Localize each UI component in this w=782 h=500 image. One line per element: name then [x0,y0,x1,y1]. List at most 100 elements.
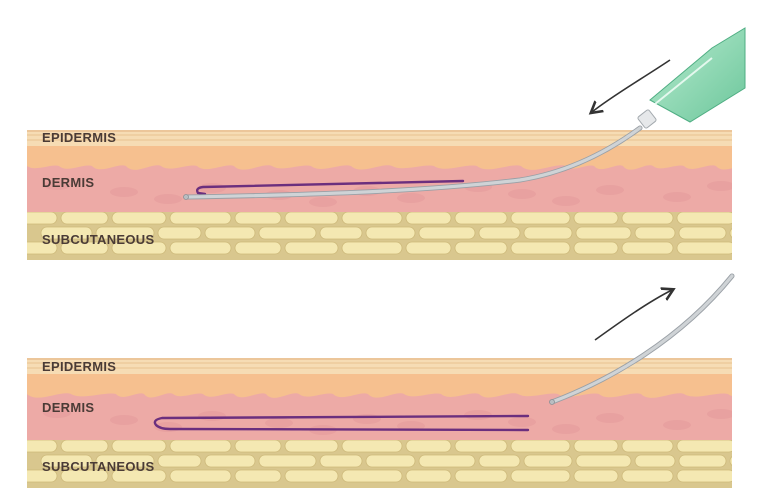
panel2-dermis-texture [110,415,138,425]
panel2-fat-cell [523,454,573,468]
panel1-fat-cell [454,241,508,255]
panel1-fat-cell [523,226,573,240]
panel1-fat-cell [739,212,782,224]
panel2-thread [153,414,530,432]
panel2-fat-cell [573,469,619,483]
panel2-needle [550,274,734,404]
panel1-dermis-texture [110,187,138,197]
panel2-dermis-texture [43,408,71,418]
panel1-fat-cell [621,211,674,225]
panel2-fat-cell [575,454,632,468]
panel2-fat-cell [365,454,416,468]
panel1-dermis-texture [397,193,425,203]
panel1-dermis-texture [309,197,337,207]
panel1-fat-cell [621,241,674,255]
panel2-fat-cell [111,469,167,483]
panel2-fat-cell [157,454,202,468]
panel2-subcutaneous-label: SUBCUTANEOUS [42,459,155,474]
panel2-fat-cell [341,439,403,453]
panel1-fat-cell [258,226,317,240]
panel2-fat-cell [478,454,521,468]
panel1-skin-section [27,130,782,260]
panel1-fat-cell [284,211,339,225]
panel2-fat-cell [319,454,363,468]
panel2-fat-cell [739,440,782,452]
panel1-fat-cell [111,241,167,255]
panel1-dermis-texture [596,185,624,195]
panel1-fat-cell [634,226,676,240]
panel1-fat-cell [510,211,571,225]
panel1-subcutaneous-label: SUBCUTANEOUS [42,232,155,247]
panel2-fat-cell [405,469,452,483]
panel2-fat-cell [405,439,452,453]
panel2-dermis-texture [663,420,691,430]
panel1-fat-cell [341,211,403,225]
panel2-fat-cell [60,469,109,483]
panel1-fat-cell [157,226,202,240]
panel2-fat-cell [284,469,339,483]
panel2-fat-cell [40,454,93,468]
panel2-dermis-texture [464,410,492,420]
panel2-fat-cell [510,469,571,483]
panel1-fat-cell [510,241,571,255]
panel2-dermal-papillae [27,372,732,398]
panel2-skin-section [27,358,782,488]
panel1-fat-cell [454,211,508,225]
panel2-fat-cell [676,469,732,483]
panel1-fat-cell [234,211,282,225]
panel2-dermis-texture [265,418,293,428]
panel2-epidermis-layer [27,358,732,374]
panel1-thread [195,179,465,196]
panel1-dermis-texture [154,194,182,204]
panel2-fat-cell [111,439,167,453]
panel2-fat-cell [621,439,674,453]
panel1-fat-cell [418,226,476,240]
panel1-dermis-texture [508,189,536,199]
panel2-fat-cell [676,439,732,453]
panel2-fat-cell [678,454,727,468]
panel2-fat-cell [418,454,476,468]
panel1-fat-cell [729,228,732,238]
panel1-fat-cell [60,211,109,225]
panel1-epidermis-label: EPIDERMIS [42,130,117,145]
panel2-fat-cell [454,469,508,483]
panel2-fat-cell [258,454,317,468]
panel1-fat-cell [739,242,782,254]
panel1-fat-cell [575,226,632,240]
panel1-fat-cell [27,241,58,255]
panel1-fat-cell [40,226,93,240]
panel1-fat-cell [27,211,58,225]
panel1-hub-highlight [654,57,713,105]
panel1-fat-cell [284,241,339,255]
panel1-needle-tip [183,194,189,200]
panel1-fat-cell [676,211,732,225]
panel2-fat-cell [169,469,232,483]
panel1-fat-cell [365,226,416,240]
panel1-fat-cell [204,226,256,240]
panel1-fat-cell [405,211,452,225]
panel1-dermis-texture [552,196,580,206]
panel1-direction-arrow [592,59,671,112]
panel2-fat-cell [234,439,282,453]
panel2-fat-cell [95,454,155,468]
panel2-fat-cell [27,439,58,453]
panel1-fat-cell [169,241,232,255]
panel2-dermis-texture [508,417,536,427]
panel1-dermal-papillae [27,144,732,170]
panel2-fat-cell [510,439,571,453]
panel2-dermis-texture [552,424,580,434]
panel1-needle-collar [637,109,657,129]
panel2-fat-cell [729,456,732,466]
panel2-fat-cell [454,439,508,453]
panel2-fat-cell [284,439,339,453]
panel1-fat-cell [405,241,452,255]
panel1-fat-cell [60,241,109,255]
panel2-fat-cell [169,439,232,453]
panel2-fat-cell [204,454,256,468]
panel1-fat-cell [573,211,619,225]
panel2-fat-cell [621,469,674,483]
panel2-fat-cell [341,469,403,483]
panel2-fat-cell [634,454,676,468]
